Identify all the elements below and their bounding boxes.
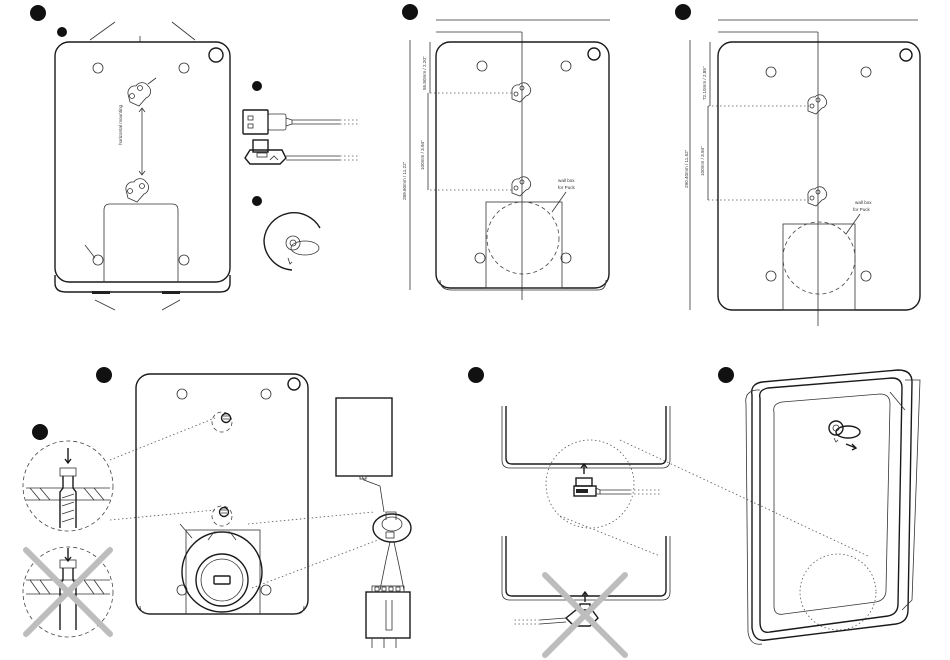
wall-box-circle-2 bbox=[487, 202, 559, 274]
wall-mount-puck-2 bbox=[373, 512, 411, 542]
screw-detail-correct bbox=[23, 441, 113, 531]
step-3: 72.10mm / 2.85" 100mm / 3.94" 290.40mm /… bbox=[675, 4, 920, 326]
keyhole-bottom-2 bbox=[512, 177, 531, 196]
screw-bottom bbox=[212, 506, 232, 526]
step-marker-2 bbox=[402, 4, 418, 20]
corner-hole bbox=[209, 48, 223, 62]
wall-mount-puck bbox=[264, 213, 320, 270]
keyhole-top-2 bbox=[512, 83, 531, 102]
step-marker-1 bbox=[30, 5, 46, 21]
step-marker-5 bbox=[468, 367, 484, 383]
dim-top-2: 55.80mm / 2.20" bbox=[422, 56, 427, 90]
step-marker-6 bbox=[718, 367, 734, 383]
keyhole-bottom bbox=[126, 179, 149, 202]
cables bbox=[243, 81, 360, 270]
usb-c-connector-5-wrong bbox=[512, 575, 625, 655]
keyhole-top bbox=[128, 83, 151, 106]
step-marker-4 bbox=[96, 367, 112, 383]
wall-mount-puck-3 bbox=[829, 421, 860, 450]
usb-port bbox=[214, 576, 230, 584]
tablet-device bbox=[336, 398, 392, 476]
dim-top-3: 72.10mm / 2.85" bbox=[702, 66, 707, 100]
wall-box-label-3a: wall box bbox=[855, 200, 872, 205]
step-2: 55.80mm / 2.20" 100mm / 3.94" 289.60mm /… bbox=[402, 4, 610, 300]
dim-mid-3: 100mm / 3.94" bbox=[700, 146, 705, 176]
usb-a-connector bbox=[243, 110, 360, 134]
wall-box-circle-3 bbox=[783, 222, 855, 294]
cross-mark-2 bbox=[545, 575, 625, 655]
recess-outline bbox=[104, 204, 178, 282]
screw-top bbox=[212, 412, 232, 432]
display-back-panel-4 bbox=[136, 374, 308, 614]
display-back-panel-3 bbox=[718, 42, 920, 310]
wall-box-label-2a: wall box bbox=[558, 178, 575, 183]
keyhole-top-3 bbox=[808, 95, 827, 114]
wall-box-rect-3 bbox=[783, 224, 855, 310]
dim-left-2: 289.60mm / 11.22" bbox=[402, 161, 407, 200]
step-marker-1c bbox=[252, 196, 262, 206]
step-4 bbox=[23, 367, 411, 648]
keyhole-bottom-3 bbox=[808, 187, 827, 206]
display-back-panel bbox=[55, 42, 230, 282]
step-6 bbox=[718, 367, 920, 644]
step-marker-3 bbox=[675, 4, 691, 20]
puck-dock bbox=[182, 532, 262, 612]
svg-text:horizontal mounting: horizontal mounting bbox=[118, 104, 123, 145]
zoom-circle-5 bbox=[546, 440, 634, 528]
power-adapter bbox=[366, 586, 410, 648]
wall-box-rect-2 bbox=[486, 202, 562, 288]
step-1: horizontal mounting bbox=[30, 5, 230, 310]
wall-box-label-2b: for Puck bbox=[558, 185, 576, 190]
horizontal-mounting-label: horizontal mounting bbox=[118, 104, 123, 145]
usb-c-connector bbox=[245, 140, 360, 164]
step-marker-4a bbox=[32, 424, 48, 440]
display-back-panel-2 bbox=[436, 42, 609, 288]
wall-box-label-3b: for Puck bbox=[853, 207, 871, 212]
dim-left-3: 290.40mm / 11.52" bbox=[684, 149, 689, 188]
step-marker-1a bbox=[57, 27, 67, 37]
usb-c-connector-5 bbox=[574, 464, 660, 496]
step-5 bbox=[468, 367, 868, 655]
step-marker-1b bbox=[252, 81, 262, 91]
dim-mid-2: 100mm / 3.94" bbox=[420, 140, 425, 170]
screw-detail-wrong bbox=[23, 547, 113, 637]
